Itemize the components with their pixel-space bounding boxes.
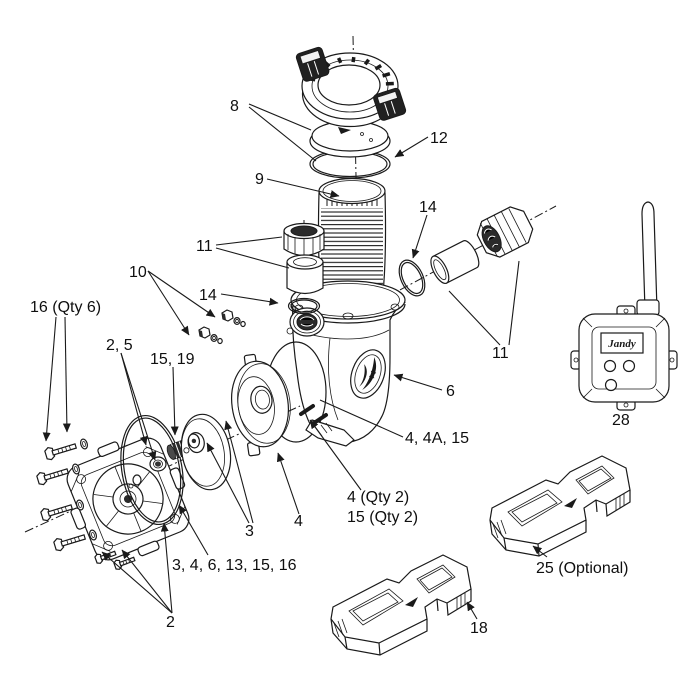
controller-button [603, 359, 617, 373]
volute-screw [299, 404, 315, 416]
callout-seal-pair: 2, 5 [106, 337, 133, 354]
wireless-controller: Jandy [570, 201, 678, 411]
callout-lid-oring: 12 [430, 130, 448, 147]
callout-lines [42, 103, 548, 620]
callout-washers-qty2: 15 (Qty 2) [347, 509, 418, 526]
callout-drain-plugs: 10 [129, 264, 147, 281]
inlet-port [286, 307, 325, 337]
pump-base [330, 554, 472, 656]
outlet-union-nut [476, 206, 534, 258]
inlet-union-o-ring [287, 297, 321, 315]
callout-backplate-screws: 2 [166, 614, 175, 631]
lid-locking-ring [295, 46, 407, 128]
controller-button [604, 378, 618, 392]
pump-lid [309, 120, 391, 158]
optional-pump-base [489, 455, 631, 557]
callout-inlet-oring: 14 [199, 287, 217, 304]
diffuser [231, 353, 291, 457]
callout-outlet-oring: 14 [419, 199, 437, 216]
callout-impeller: 3 [245, 523, 254, 540]
callout-hardware-set: 4, 4A, 15 [405, 430, 469, 447]
brand-swirl-logo [350, 349, 386, 399]
inlet-union-tailpiece [286, 254, 324, 295]
callout-optional-base: 25 (Optional) [536, 560, 629, 577]
antenna [641, 201, 658, 311]
outlet-union-o-ring [398, 259, 426, 297]
seal-seat [128, 456, 167, 489]
impeller [180, 413, 232, 491]
callout-pump-body: 6 [446, 383, 455, 400]
inlet-union-nut [283, 222, 325, 257]
brand-label: Jandy [607, 338, 636, 350]
callout-bolts: 16 (Qty 6) [30, 299, 101, 316]
controller-button [622, 359, 636, 373]
drain-plug [198, 309, 246, 345]
callout-oring-kit: 3, 4, 6, 13, 15, 16 [172, 557, 297, 574]
ring-knob [295, 46, 330, 82]
callout-lid-assembly: 8 [230, 98, 239, 115]
callout-shaft-seal: 15, 19 [150, 351, 195, 368]
callout-inlet-union: 11 [196, 238, 213, 255]
callout-basket: 9 [255, 171, 264, 188]
brand-plate [600, 332, 644, 354]
callout-diffuser: 4 [294, 513, 303, 530]
callout-labels: 8 12 9 11 14 10 14 11 16 (Qty 6) 2, 5 15… [30, 98, 630, 637]
strainer-basket [317, 177, 387, 305]
callout-screws-qty2: 4 (Qty 2) [347, 489, 409, 506]
ring-knob [373, 87, 407, 121]
callout-outlet-union: 11 [492, 345, 509, 362]
callout-base: 18 [470, 620, 488, 637]
outlet-union-tailpiece [430, 240, 480, 285]
callout-controller: 28 [612, 412, 630, 429]
